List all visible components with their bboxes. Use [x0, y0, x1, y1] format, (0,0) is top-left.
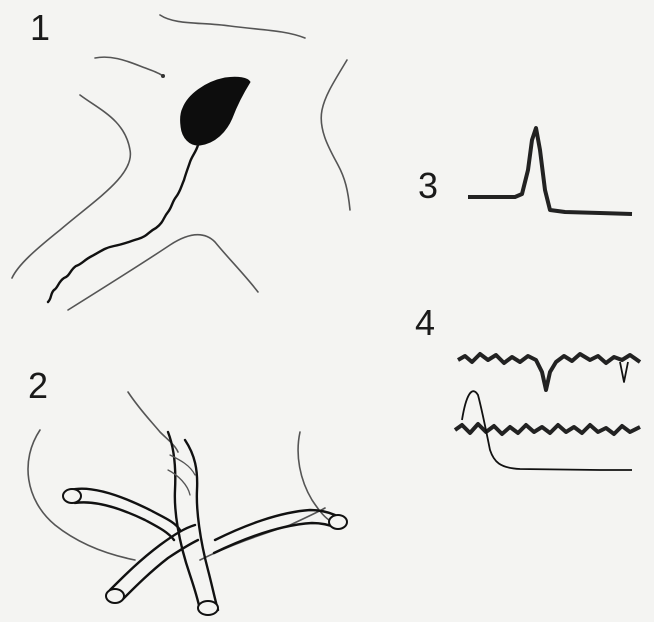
tissue-outline-top — [160, 15, 305, 38]
panel-3-spike-trace — [468, 128, 632, 214]
branch-lower-left-inner — [122, 540, 198, 600]
panel-1-neuron-drawing — [12, 15, 350, 310]
neuron-soma — [181, 77, 250, 145]
panel-4-recording-traces — [455, 354, 640, 470]
tissue-outline-right — [321, 60, 350, 210]
branch-end-cap-4 — [329, 515, 347, 529]
tissue-outline-upper-left — [95, 57, 163, 76]
spike-waveform — [468, 128, 632, 214]
panel-2-branching-drawing — [28, 392, 347, 615]
noisy-trace-upper — [458, 354, 640, 390]
branch-end-cap-2 — [198, 601, 218, 615]
vertical-branch-left — [168, 432, 200, 610]
branch-upper-left — [70, 489, 180, 530]
noisy-trace-upper-dip — [620, 362, 628, 382]
vertical-branch-right — [185, 440, 218, 610]
neuron-axon — [48, 145, 198, 302]
branch-end-cap-3 — [106, 589, 124, 603]
junction-detail — [168, 455, 195, 495]
tissue-outline-left-arc — [12, 95, 130, 278]
branch-right — [215, 510, 335, 540]
noisy-trace-lower — [455, 424, 640, 434]
tissue-outline-lower — [68, 235, 258, 310]
branch-upper-left-inner — [75, 502, 174, 540]
branch-right-inner — [214, 523, 337, 553]
branch-end-cap-1 — [63, 489, 81, 503]
tissue-point — [161, 74, 165, 78]
outer-outline-right — [298, 432, 332, 522]
